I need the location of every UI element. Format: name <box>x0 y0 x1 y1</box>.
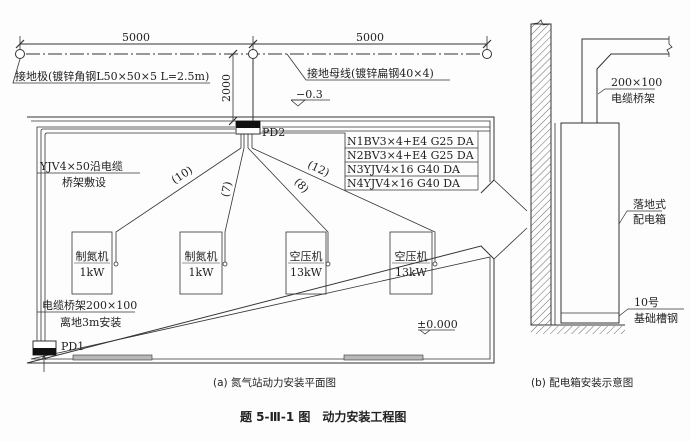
equipment-name: 制氮机 <box>185 249 218 263</box>
equipment-power: 13kW <box>290 266 323 279</box>
circuit-line-n3 <box>247 147 329 262</box>
feeder-label-line1: YJV4×50沿电缆 <box>39 160 123 173</box>
circuit-line-n2 <box>224 147 245 262</box>
equipment-box <box>389 231 433 295</box>
cabinet-label-line2: 配电箱 <box>633 212 666 226</box>
run-length-n1: (10) <box>169 163 195 186</box>
ground-electrode <box>15 49 25 59</box>
feeder-label-line2: 桥架敷设 <box>62 175 106 189</box>
ground-electrode-leader <box>12 58 210 84</box>
section-view <box>530 19 684 334</box>
circuit-n3-label: N3YJV4×16 G40 DA <box>347 163 461 176</box>
floor-hatch <box>531 326 625 334</box>
equipment-name: 制氮机 <box>76 249 109 263</box>
section-tray-label-line2: 电缆桥架 <box>611 92 655 105</box>
floor-cabinet <box>560 122 620 324</box>
circuit-n2-label: N2BV3×4+E4 G25 DA <box>347 149 475 162</box>
figure-title: 题 5-Ⅲ-1 图 动力安装工程图 <box>240 409 406 424</box>
circuit-line-n1 <box>115 147 242 262</box>
channel-label-line2: 基础槽钢 <box>634 312 678 325</box>
plan-caption: (a) 氮气站动力安装平面图 <box>213 376 336 389</box>
dimension-left: 5000 <box>122 31 150 44</box>
equipment-name: 空压机 <box>395 249 428 263</box>
pd2-label: PD2 <box>262 126 285 139</box>
ground-electrode <box>248 49 258 59</box>
circuit-line-n4 <box>251 147 436 262</box>
equipment-box <box>179 231 223 295</box>
tray-label-line1: 电缆桥架200×100 <box>42 299 137 312</box>
section-caption: (b) 配电箱安装示意图 <box>531 376 633 389</box>
cable-tray <box>36 126 235 343</box>
wall-hatch <box>530 23 552 326</box>
ground-electrode-label: 接地极(镀锌角钢L50×50×5 L=2.5m) <box>15 69 209 83</box>
dimension-vertical: 2000 <box>220 74 233 102</box>
run-length-n4: (12) <box>305 158 331 179</box>
ground-bus-leader <box>286 53 450 81</box>
tray-label-line2: 离地3m安装 <box>60 315 121 329</box>
plan-view <box>12 36 528 372</box>
window <box>72 354 153 361</box>
pd1-label: PD1 <box>61 340 84 353</box>
elevation-top: −0.3 <box>296 88 323 101</box>
building-inner-wall <box>30 120 491 360</box>
ground-bus-label: 接地母线(镀锌扁钢40×4) <box>307 66 434 80</box>
cabinet-label-line1: 落地式 <box>633 198 666 211</box>
section-tray-label-line1: 200×100 <box>611 76 662 89</box>
elevation-floor: ±0.000 <box>417 318 458 331</box>
equipment-power: 1kW <box>189 266 215 279</box>
ground-electrode <box>482 49 492 59</box>
equipment-box <box>71 231 113 295</box>
window <box>343 354 424 361</box>
equipment-name: 空压机 <box>290 249 323 263</box>
channel-label-line1: 10号 <box>634 296 659 309</box>
cable-tray-section <box>581 38 669 123</box>
dimension-right: 5000 <box>356 31 384 44</box>
run-length-n2: (7) <box>219 180 235 198</box>
circuit-n4-label: N4YJV4×16 G40 DA <box>347 177 461 190</box>
circuit-n1-label: N1BV3×4+E4 G25 DA <box>347 135 475 148</box>
equipment-power: 1kW <box>80 266 106 279</box>
equipment-power: 13kW <box>395 266 428 279</box>
building-outer-wall <box>26 116 495 364</box>
run-length-n3: (8) <box>291 175 311 195</box>
